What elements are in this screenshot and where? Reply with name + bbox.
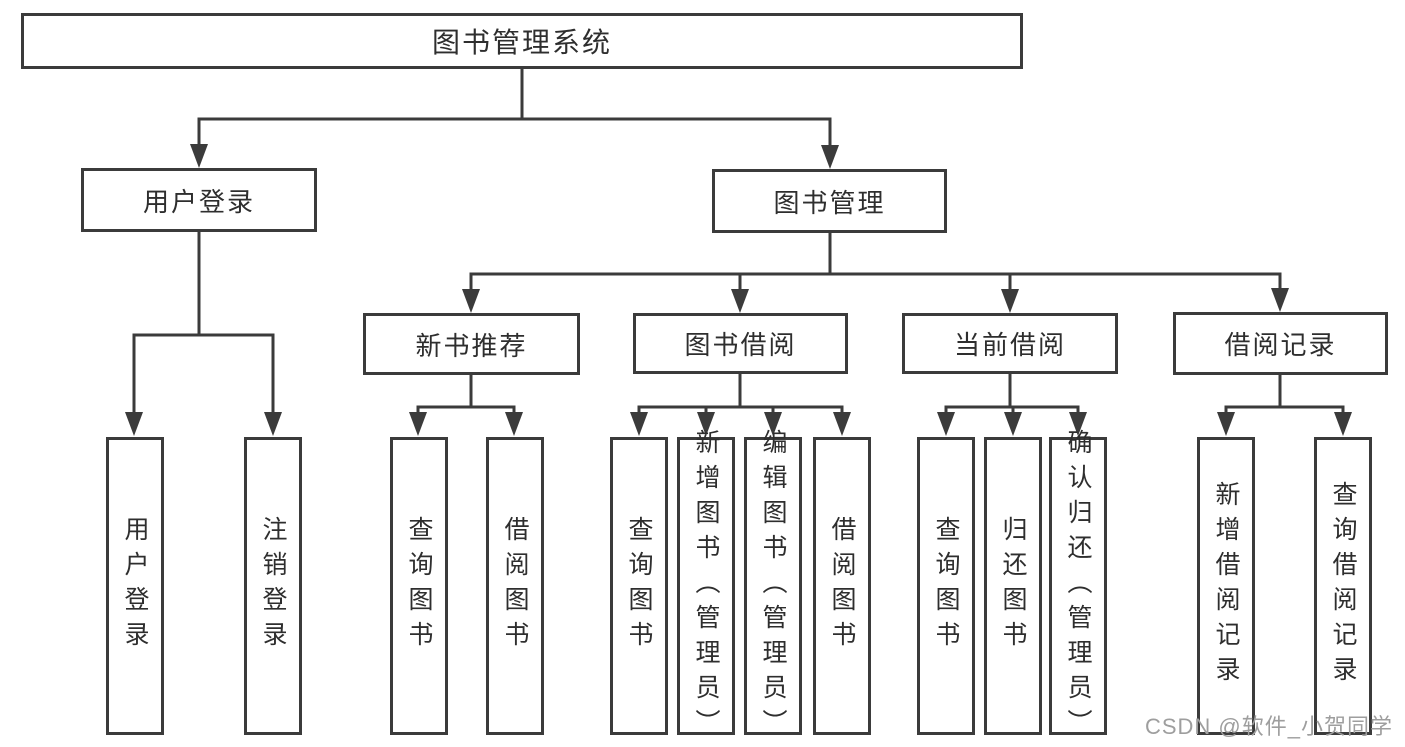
- connector-login-to-leaves: [132, 230, 275, 418]
- arrow-down-icon: [462, 289, 480, 313]
- leaf-user-login: 用户登录: [106, 437, 164, 735]
- leaf-add-borrow-record: 新增借阅记录: [1197, 437, 1255, 735]
- arrow-down-icon: [937, 412, 955, 436]
- leaf-query-books-borrowing: 查询图书: [610, 437, 668, 735]
- arrow-down-icon: [833, 412, 851, 436]
- arrow-down-icon: [731, 289, 749, 313]
- arrow-down-icon: [505, 412, 523, 436]
- leaf-borrow-books-recommend: 借阅图书: [486, 437, 544, 735]
- leaf-logout: 注销登录: [244, 437, 302, 735]
- leaf-query-books-current: 查询图书: [917, 437, 975, 735]
- leaf-edit-book-admin: 编辑图书（管理员）: [744, 429, 802, 744]
- leaf-query-books-recommend: 查询图书: [390, 437, 448, 735]
- leaf-return-books: 归还图书: [984, 437, 1042, 735]
- node-borrow-records: 借阅记录: [1173, 312, 1388, 375]
- arrow-down-icon: [190, 144, 208, 168]
- node-current-borrowing: 当前借阅: [902, 313, 1118, 374]
- connector-records-to-leaves: [1224, 373, 1345, 418]
- leaf-add-book-admin: 新增图书（管理员）: [677, 429, 735, 744]
- node-user-login: 用户登录: [81, 168, 317, 232]
- leaf-confirm-return-admin: 确认归还（管理员）: [1049, 429, 1107, 744]
- connector-mgmt-to-level3: [469, 231, 1282, 294]
- arrowheads: [125, 144, 1352, 436]
- arrow-down-icon: [1001, 289, 1019, 313]
- arrow-down-icon: [697, 412, 715, 436]
- connector-current-to-leaves: [944, 372, 1080, 418]
- connector-recommend-to-leaves: [416, 373, 516, 418]
- leaf-query-borrow-record: 查询借阅记录: [1314, 437, 1372, 735]
- arrow-down-icon: [1004, 412, 1022, 436]
- connector-borrowing-to-leaves: [637, 372, 844, 418]
- arrow-down-icon: [125, 412, 143, 436]
- arrow-down-icon: [821, 145, 839, 169]
- arrow-down-icon: [1069, 412, 1087, 436]
- arrow-down-icon: [764, 412, 782, 436]
- connector-root-to-level2: [197, 67, 832, 151]
- leaf-borrow-books: 借阅图书: [813, 437, 871, 735]
- node-new-book-recommend: 新书推荐: [363, 313, 580, 375]
- arrow-down-icon: [1271, 288, 1289, 312]
- arrow-down-icon: [630, 412, 648, 436]
- node-book-management: 图书管理: [712, 169, 947, 233]
- arrow-down-icon: [264, 412, 282, 436]
- arrow-down-icon: [1217, 412, 1235, 436]
- arrow-down-icon: [409, 412, 427, 436]
- node-library-system: 图书管理系统: [21, 13, 1023, 69]
- node-book-borrowing: 图书借阅: [633, 313, 848, 374]
- watermark: CSDN @软件_小贺同学: [1144, 714, 1393, 739]
- arrow-down-icon: [1334, 412, 1352, 436]
